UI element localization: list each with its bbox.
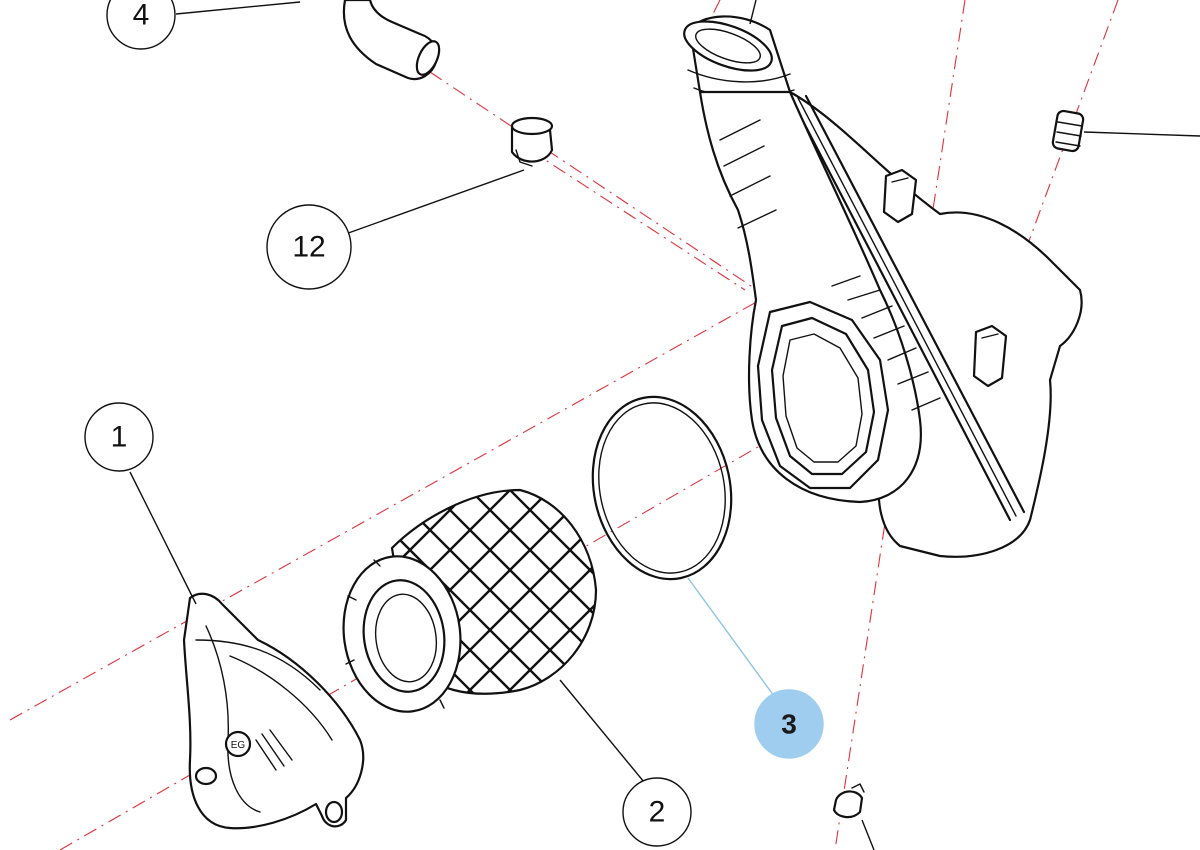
callout-label: 12 [292, 231, 325, 264]
callout-part-3-highlighted[interactable]: 3 [754, 689, 824, 759]
leader-nut [1083, 131, 1200, 137]
axis-hose-to-housing [429, 71, 761, 293]
callout-part-12[interactable]: 12 [266, 204, 352, 290]
callout-label: 3 [781, 709, 797, 740]
clamp-part [510, 116, 554, 167]
callout-label: 4 [133, 0, 150, 32]
axis-upper-assembly [9, 299, 761, 721]
axis-clamp-to-housing [529, 149, 746, 291]
leader-top [749, 0, 757, 25]
leader-12 [339, 169, 525, 237]
callout-label: 1 [111, 421, 128, 454]
o-ring-part [591, 395, 733, 581]
leader-lines [129, 0, 1200, 850]
axis-lower-assembly [59, 439, 771, 850]
leader-clip [861, 819, 875, 850]
hose-part [342, 0, 441, 81]
leader-3 [687, 577, 775, 697]
callout-part-1[interactable]: 1 [84, 402, 154, 472]
leader-1 [129, 471, 197, 605]
callout-part-4[interactable]: 4 [106, 0, 176, 50]
callout-part-2[interactable]: 2 [622, 777, 692, 847]
leader-2 [559, 679, 645, 783]
cover-part: EG [182, 592, 365, 830]
svg-text:EG: EG [231, 740, 246, 751]
filter-housing [683, 15, 1085, 558]
hose-clip-part [832, 783, 865, 819]
leader-4 [175, 1, 301, 15]
callout-label: 2 [649, 796, 666, 829]
